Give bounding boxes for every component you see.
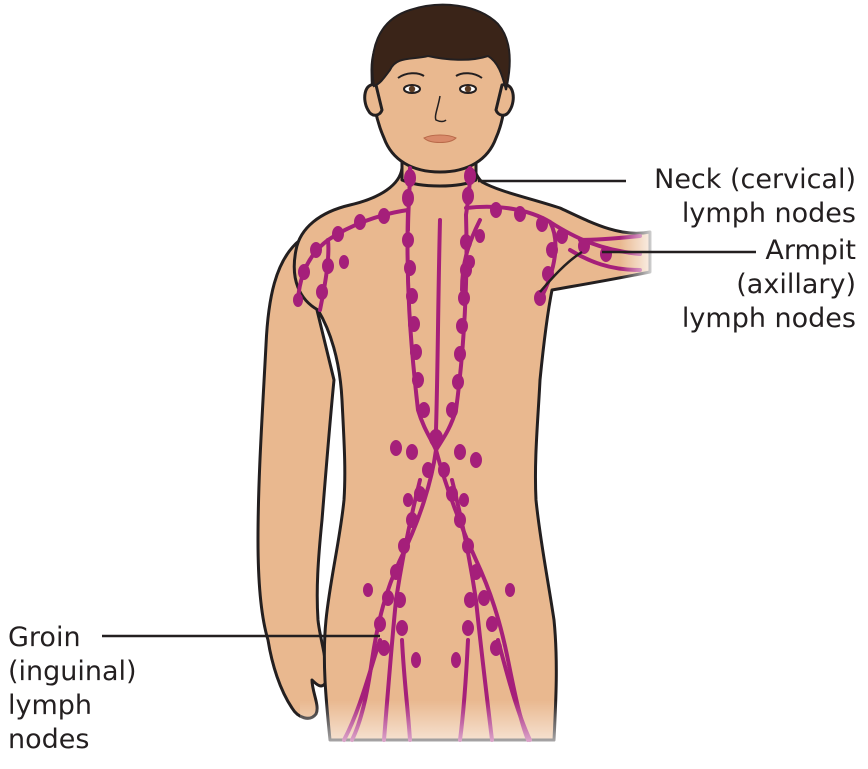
body-silhouette	[258, 10, 650, 740]
groin-label-line4: nodes	[8, 723, 137, 757]
groin-label-line2: (inguinal)	[8, 655, 137, 689]
neck-label-line2: lymph nodes	[654, 197, 856, 231]
groin-lymph-nodes-label: Groin (inguinal) lymph nodes	[8, 621, 137, 757]
armpit-label-line1: Armpit	[682, 234, 856, 268]
groin-label-line1: Groin	[8, 621, 137, 655]
neck-label-line1: Neck (cervical)	[654, 163, 856, 197]
neck-lymph-nodes-label: Neck (cervical) lymph nodes	[654, 163, 856, 231]
groin-label-line3: lymph	[8, 689, 137, 723]
armpit-lymph-nodes-label: Armpit (axillary) lymph nodes	[682, 234, 856, 336]
armpit-label-line2: (axillary)	[682, 268, 856, 302]
armpit-label-line3: lymph nodes	[682, 302, 856, 336]
mouth	[424, 135, 456, 143]
leg-fade	[300, 700, 580, 769]
